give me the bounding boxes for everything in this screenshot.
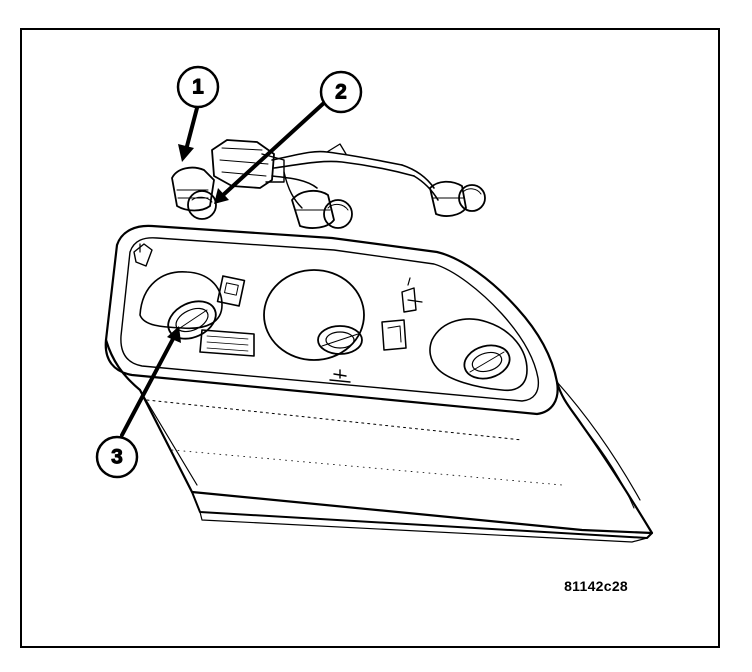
leader-line-1 (184, 106, 199, 152)
lamp-housing (104, 224, 654, 543)
callout-3: 3 (95, 435, 139, 479)
callout-number-3: 3 (111, 446, 123, 469)
leader-line-2 (220, 100, 327, 198)
callout-circle-2 (319, 70, 363, 114)
wiring-harness (171, 139, 486, 229)
callout-number-1: 1 (192, 76, 204, 99)
callout-leaders (120, 100, 327, 437)
callout-circle-3 (95, 435, 139, 479)
arrowhead-1 (178, 144, 194, 162)
arrowhead-2 (214, 188, 229, 204)
callout-number-2: 2 (335, 81, 347, 104)
leader-line-3 (120, 335, 176, 437)
callout-arrowheads (167, 144, 229, 343)
diagram-frame: 1 2 3 81142c28 (20, 28, 720, 648)
figure-code: 81142c28 (564, 578, 628, 594)
callout-1: 1 (176, 65, 220, 109)
callout-circle-1 (176, 65, 220, 109)
callout-2: 2 (319, 70, 363, 114)
tail-lamp-illustration: 1 2 3 (95, 65, 654, 543)
arrowhead-3 (167, 326, 181, 343)
